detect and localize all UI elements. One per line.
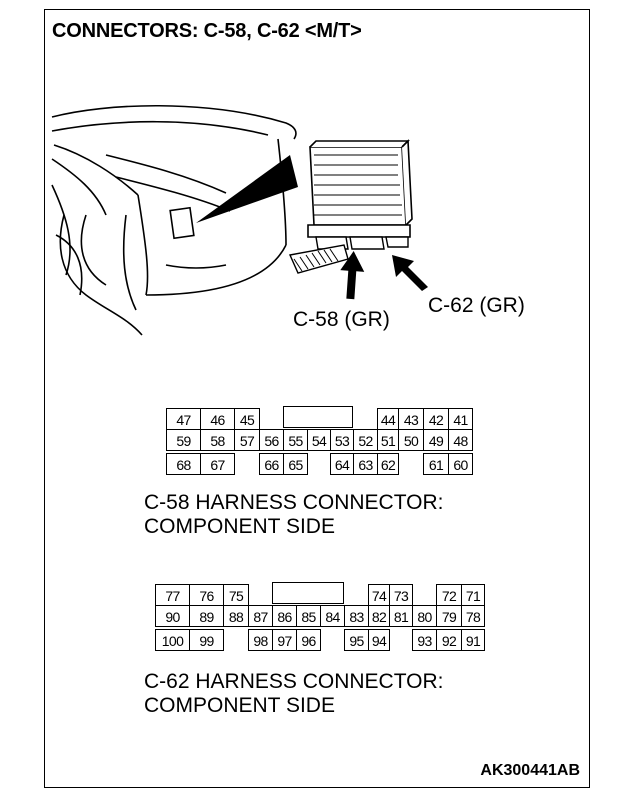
pin: 73 xyxy=(389,584,413,606)
pin: 80 xyxy=(412,605,437,627)
pin: 83 xyxy=(344,605,369,627)
pin: 68 xyxy=(166,453,201,475)
pin: 92 xyxy=(436,629,462,651)
pin: 51 xyxy=(377,429,399,451)
pin: 56 xyxy=(259,429,284,451)
pin: 43 xyxy=(398,408,424,430)
connector-key-notch xyxy=(283,406,353,428)
pin: 61 xyxy=(423,453,449,475)
pin: 65 xyxy=(283,453,308,475)
pin: 82 xyxy=(368,605,390,627)
c62-caption: C-62 HARNESS CONNECTOR: COMPONENT SIDE xyxy=(144,670,444,718)
pin: 58 xyxy=(200,429,235,451)
pin: 76 xyxy=(189,584,224,606)
pin: 96 xyxy=(296,629,321,651)
pin: 67 xyxy=(200,453,235,475)
pin: 49 xyxy=(423,429,449,451)
pin: 84 xyxy=(320,605,345,627)
c62-caption-line2: COMPONENT SIDE xyxy=(144,694,335,717)
figure-code: AK300441AB xyxy=(480,762,580,779)
pin: 89 xyxy=(189,605,224,627)
pin: 55 xyxy=(283,429,308,451)
pin: 64 xyxy=(330,453,354,475)
pin: 54 xyxy=(307,429,331,451)
dashboard-illustration xyxy=(51,104,428,336)
pin: 44 xyxy=(377,408,399,430)
pin: 90 xyxy=(155,605,190,627)
figure-frame xyxy=(44,9,590,788)
pin: 50 xyxy=(398,429,424,451)
pin: 53 xyxy=(330,429,354,451)
c58-callout-label: C-58 (GR) xyxy=(293,308,390,331)
pin: 100 xyxy=(155,629,190,651)
pin: 59 xyxy=(166,429,201,451)
pin: 57 xyxy=(234,429,260,451)
c58-caption: C-58 HARNESS CONNECTOR: COMPONENT SIDE xyxy=(144,491,444,539)
pin: 87 xyxy=(248,605,273,627)
pin: 52 xyxy=(353,429,378,451)
pin: 41 xyxy=(448,408,473,430)
pin: 63 xyxy=(353,453,378,475)
pin: 78 xyxy=(461,605,485,627)
pin: 85 xyxy=(296,605,321,627)
pin: 75 xyxy=(223,584,249,606)
pin: 97 xyxy=(272,629,297,651)
c62-callout-label: C-62 (GR) xyxy=(428,294,525,317)
pin: 77 xyxy=(155,584,190,606)
pin: 98 xyxy=(248,629,273,651)
pin: 81 xyxy=(389,605,413,627)
pin: 62 xyxy=(377,453,399,475)
page-title: CONNECTORS: C-58, C-62 <M/T> xyxy=(52,20,362,42)
connector-key-notch xyxy=(272,582,344,604)
pin: 45 xyxy=(234,408,260,430)
pin: 88 xyxy=(223,605,249,627)
pin: 93 xyxy=(412,629,437,651)
pin: 91 xyxy=(461,629,485,651)
c58-caption-line2: COMPONENT SIDE xyxy=(144,515,335,538)
pin: 71 xyxy=(461,584,485,606)
pin: 74 xyxy=(368,584,390,606)
pin: 95 xyxy=(344,629,369,651)
pin: 94 xyxy=(368,629,390,651)
pin: 42 xyxy=(423,408,449,430)
c58-caption-line1: C-58 HARNESS CONNECTOR: xyxy=(144,491,444,514)
pin: 86 xyxy=(272,605,297,627)
pin: 72 xyxy=(436,584,462,606)
c62-caption-line1: C-62 HARNESS CONNECTOR: xyxy=(144,670,444,693)
pin: 79 xyxy=(436,605,462,627)
pin: 46 xyxy=(200,408,235,430)
pin: 48 xyxy=(448,429,473,451)
pin: 66 xyxy=(259,453,284,475)
pin: 99 xyxy=(189,629,224,651)
pin: 60 xyxy=(448,453,473,475)
pin: 47 xyxy=(166,408,201,430)
